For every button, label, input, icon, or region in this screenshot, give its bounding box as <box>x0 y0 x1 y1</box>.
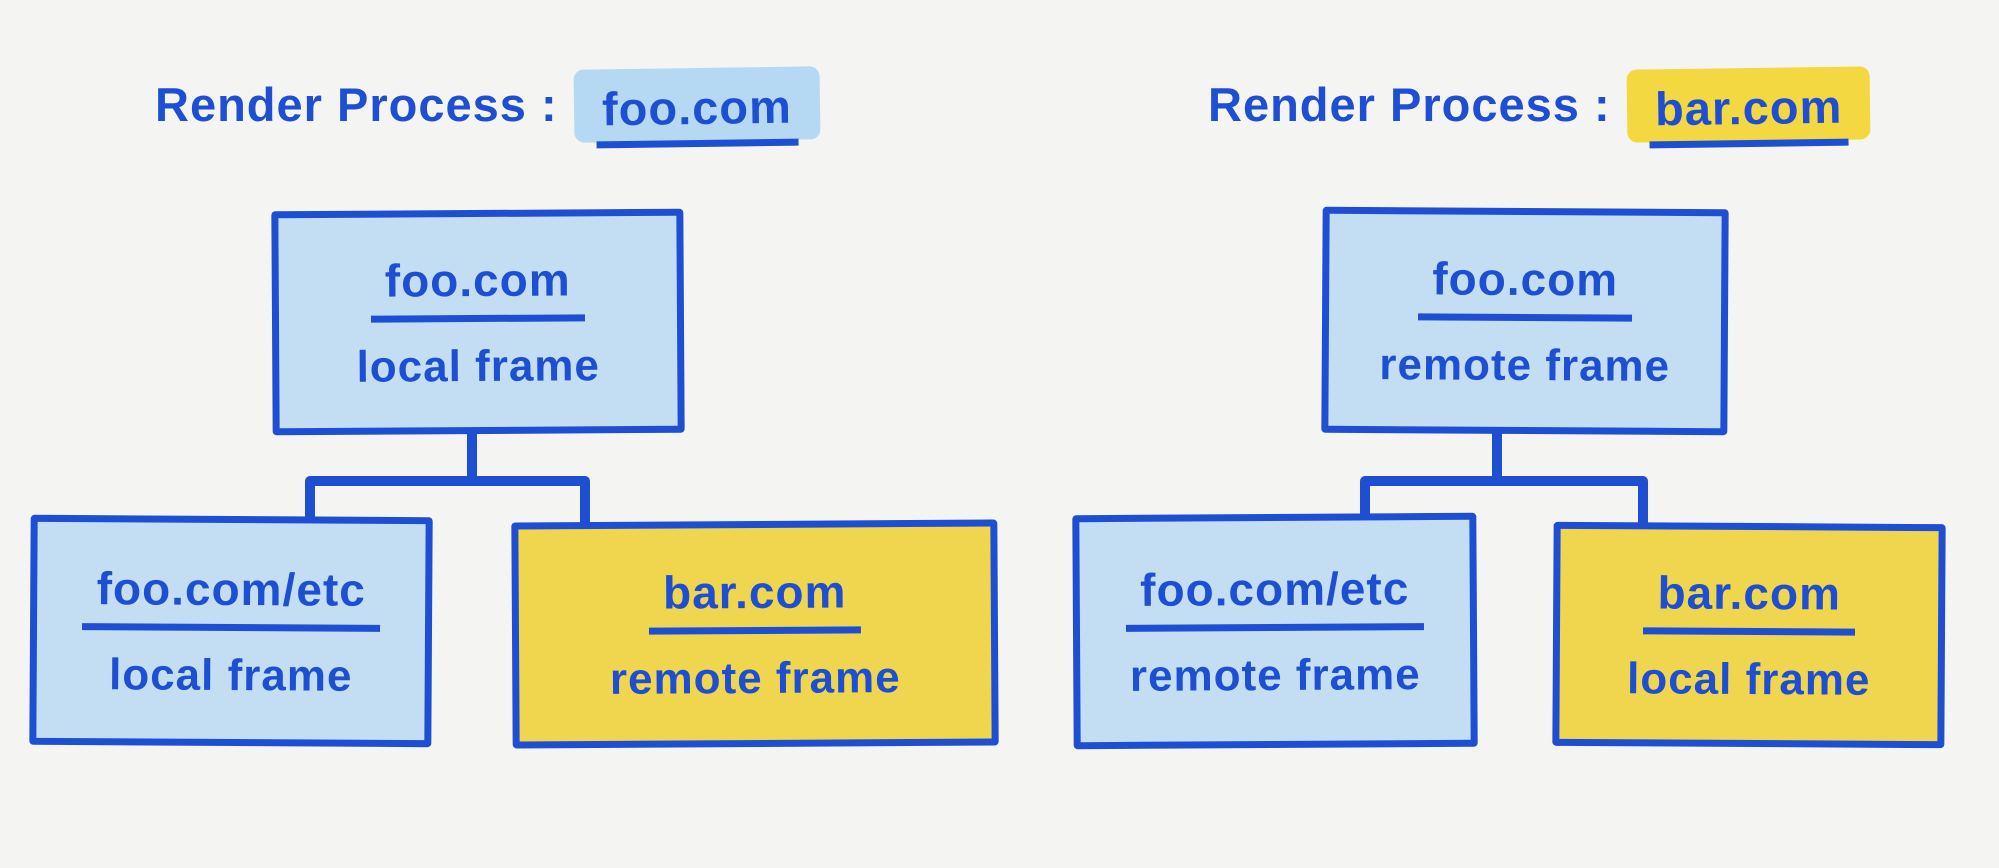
frame-box-root-foo-remote: foo.com remote frame <box>1321 206 1729 436</box>
frame-domain: foo.com/etc <box>1126 560 1424 632</box>
title-domain-highlight-yellow: bar.com <box>1626 65 1871 148</box>
frame-domain: foo.com/etc <box>82 560 380 632</box>
title-domain: bar.com <box>1648 79 1849 148</box>
render-process-label: Render Process : <box>1208 77 1611 131</box>
frame-domain: foo.com <box>1418 250 1633 322</box>
frame-box-child-bar: bar.com remote frame <box>511 519 999 749</box>
frame-domain: foo.com <box>370 251 585 323</box>
frame-type: local frame <box>1626 653 1871 705</box>
title-domain: foo.com <box>595 79 798 148</box>
frame-domain: bar.com <box>1643 564 1856 636</box>
frame-box-child-bar-local: bar.com local frame <box>1552 521 1946 749</box>
title-domain-highlight-blue: foo.com <box>573 65 820 148</box>
render-process-title-foo: Render Process : foo.com <box>155 58 820 150</box>
render-process-label: Render Process : <box>155 77 558 131</box>
render-process-title-bar: Render Process : bar.com <box>1208 58 1871 150</box>
frame-type: local frame <box>356 340 601 392</box>
frame-type: remote frame <box>1379 339 1671 391</box>
frame-type: local frame <box>108 649 353 701</box>
frame-domain: bar.com <box>648 563 861 635</box>
frame-box-root-foo: foo.com local frame <box>271 208 685 436</box>
frame-box-child-foo-etc: foo.com/etc local frame <box>29 514 433 748</box>
frame-type: remote frame <box>609 652 901 704</box>
frame-type: remote frame <box>1129 649 1421 701</box>
frame-box-child-foo-etc-remote: foo.com/etc remote frame <box>1072 512 1478 750</box>
